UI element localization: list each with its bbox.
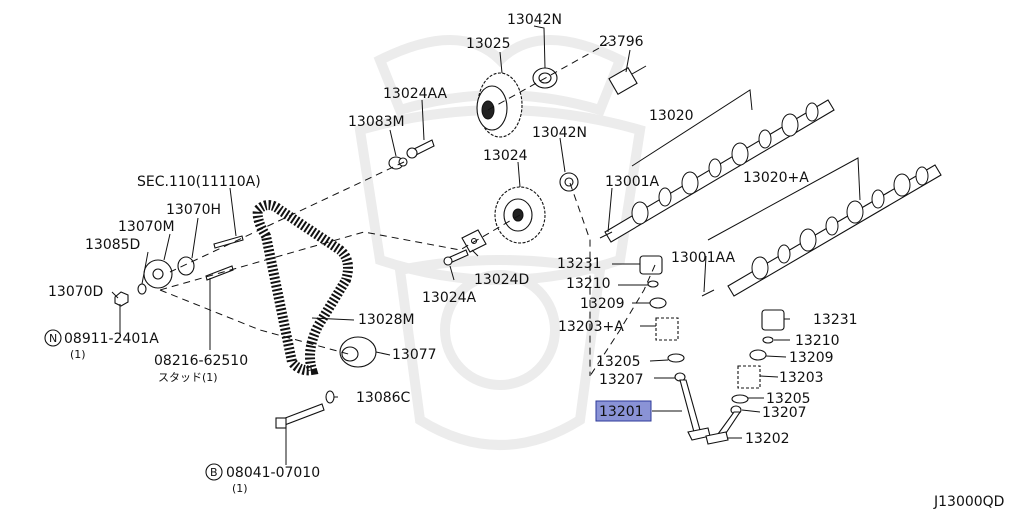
label-13070m[interactable]: 13070M [118, 219, 175, 235]
label-13020-a[interactable]: 13020+A [743, 170, 809, 186]
label-08216-stud: スタッド(1) [158, 371, 218, 384]
label-13024[interactable]: 13024 [483, 148, 528, 164]
label-13231-a[interactable]: 13231 [557, 256, 602, 272]
dowel-pin-13001aa[interactable] [701, 289, 715, 297]
label-sec-110[interactable]: SEC.110(11110A) [137, 174, 261, 190]
retainer-13209-b[interactable] [749, 349, 767, 361]
label-13210-b[interactable]: 13210 [795, 333, 840, 349]
timing-belt-13028m[interactable] [252, 200, 353, 376]
bolt-13024a[interactable] [443, 249, 469, 266]
label-08041-qty: (1) [232, 482, 248, 495]
label-13070d[interactable]: 13070D [48, 284, 103, 300]
label-13024a[interactable]: 13024A [422, 290, 477, 306]
label-13201[interactable]: 13201 [599, 404, 644, 420]
label-13025[interactable]: 13025 [466, 36, 511, 52]
label-13042n-mid[interactable]: 13042N [532, 125, 587, 141]
b-badge-icon [205, 463, 223, 481]
label-13001aa[interactable]: 13001AA [671, 250, 736, 266]
camshaft-13020-a[interactable] [727, 164, 942, 297]
label-08911-qty: (1) [70, 348, 86, 361]
label-13203[interactable]: 13203 [779, 370, 824, 386]
washer-13086c[interactable] [325, 390, 335, 404]
label-13205-a[interactable]: 13205 [596, 354, 641, 370]
label-13207-b[interactable]: 13207 [762, 405, 807, 421]
label-13205-b[interactable]: 13205 [766, 391, 811, 407]
label-13210-a[interactable]: 13210 [566, 276, 611, 292]
plate-13024d[interactable] [461, 229, 487, 253]
label-13001a[interactable]: 13001A [605, 174, 660, 190]
samurai-helmet-watermark-icon [354, 35, 646, 450]
washer-13085d[interactable] [137, 283, 147, 295]
label-08911-2401a[interactable]: 08911-2401A [64, 331, 159, 347]
label-23796[interactable]: 23796 [599, 34, 644, 50]
label-13209-a[interactable]: 13209 [580, 296, 625, 312]
label-13020[interactable]: 13020 [649, 108, 694, 124]
retainer-13210-b[interactable] [762, 336, 774, 344]
washer-13083m[interactable] [388, 156, 408, 170]
valve-13201[interactable] [679, 379, 711, 441]
label-13086c[interactable]: 13086C [356, 390, 411, 406]
bolt-13024aa[interactable] [406, 139, 435, 159]
diagram-code: J13000QD [933, 494, 1004, 510]
label-08041-07010[interactable]: 08041-07010 [226, 465, 320, 481]
label-08216-62510[interactable]: 08216-62510 [154, 353, 248, 369]
label-13024d[interactable]: 13024D [474, 272, 529, 288]
nut-13070d[interactable] [114, 291, 129, 307]
valve-13202[interactable] [705, 411, 742, 445]
label-13202[interactable]: 13202 [745, 431, 790, 447]
label-13231-b[interactable]: 13231 [813, 312, 858, 328]
b-badge-letter: B [210, 466, 218, 479]
camshaft-13020[interactable] [604, 99, 835, 243]
label-13203-a[interactable]: 13203+A [558, 319, 624, 335]
label-13028m[interactable]: 13028M [358, 312, 415, 328]
stud-13070h[interactable] [213, 235, 244, 249]
label-13085d[interactable]: 13085D [85, 237, 140, 253]
cam-sensor-23796[interactable] [608, 65, 647, 96]
spring-13203-a[interactable] [655, 317, 679, 341]
retainer-13209-a[interactable] [649, 297, 667, 309]
seat-13205-a[interactable] [667, 353, 685, 363]
label-13042n-top[interactable]: 13042N [507, 12, 562, 28]
label-13207-a[interactable]: 13207 [599, 372, 644, 388]
label-13077[interactable]: 13077 [392, 347, 437, 363]
n-badge-icon [44, 329, 62, 347]
tensioner-13070m[interactable] [143, 256, 195, 289]
selected-part-highlight [595, 400, 652, 422]
cam-sprocket-13025[interactable] [476, 72, 523, 138]
label-13024aa[interactable]: 13024AA [383, 86, 448, 102]
spring-13203-b[interactable] [737, 365, 761, 389]
dowel-pin-13001a[interactable] [599, 231, 613, 239]
retainer-13210-a[interactable] [647, 280, 659, 288]
lifter-13231-a[interactable] [639, 255, 663, 275]
idler-pulley-13077[interactable] [339, 336, 377, 368]
oil-seal-13042n-mid[interactable] [559, 172, 579, 192]
label-13209-b[interactable]: 13209 [789, 350, 834, 366]
label-13083m[interactable]: 13083M [348, 114, 405, 130]
lifter-13231-b[interactable] [761, 309, 785, 331]
seat-13205-b[interactable] [731, 394, 749, 404]
n-badge-letter: N [49, 332, 57, 345]
bolt-08041[interactable] [275, 403, 325, 429]
label-13070h[interactable]: 13070H [166, 202, 221, 218]
